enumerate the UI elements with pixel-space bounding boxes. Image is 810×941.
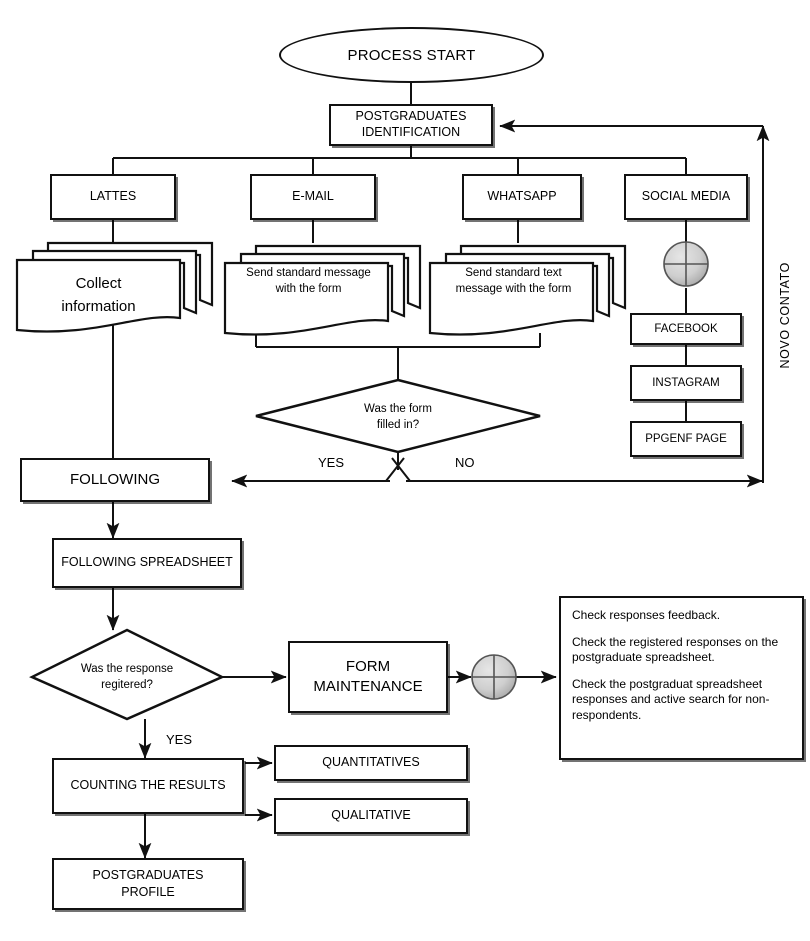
channel-social-media-label: SOCIAL MEDIA [641, 189, 731, 204]
channel-email-label: E-MAIL [292, 189, 334, 204]
social-ppgenf-page-node[interactable]: PPGENF PAGE [630, 421, 742, 457]
qualitative-node[interactable]: QUALITATIVE [274, 798, 468, 834]
note-line-2: Check the registered responses on the po… [572, 634, 779, 665]
postgraduates-identification-node[interactable]: POSTGRADUATES IDENTIFICATION [329, 104, 493, 146]
summing-junction-social-icon [663, 241, 709, 287]
postgraduates-profile-label: POSTGRADUATES PROFILE [92, 868, 204, 899]
following-node[interactable]: FOLLOWING [20, 458, 210, 502]
quantitatives-node[interactable]: QUANTITATIVES [274, 745, 468, 781]
following-label: FOLLOWING [69, 470, 160, 488]
send-standard-message-label: Send standard message with the form [246, 267, 371, 295]
form-maintenance-label: FORM MAINTENANCE [313, 657, 423, 695]
loop-label-novo-contato: NOVO CONTATO [778, 262, 792, 369]
form-maintenance-node[interactable]: FORM MAINTENANCE [288, 641, 448, 713]
social-ppgenf-page-label: PPGENF PAGE [645, 432, 727, 445]
decision-response-registered-label: Was the response regitered? [80, 663, 174, 691]
feedback-note-box: Check responses feedback. Check the regi… [559, 596, 804, 760]
edge-label-yes-registered: YES [166, 732, 193, 747]
edge-label-no-form: NO [455, 455, 475, 470]
social-facebook-label: FACEBOOK [654, 322, 718, 335]
channel-lattes-label: LATTES [89, 189, 137, 204]
following-spreadsheet-node[interactable]: FOLLOWING SPREADSHEET [52, 538, 242, 588]
channel-whatsapp-label: WHATSAPP [487, 189, 557, 204]
counting-the-results-node[interactable]: COUNTING THE RESULTS [52, 758, 244, 814]
social-facebook-node[interactable]: FACEBOOK [630, 313, 742, 345]
process-start-label: PROCESS START [347, 46, 476, 64]
channel-social-media-node[interactable]: SOCIAL MEDIA [624, 174, 748, 220]
social-instagram-node[interactable]: INSTAGRAM [630, 365, 742, 401]
qualitative-label: QUALITATIVE [331, 808, 411, 823]
counting-the-results-label: COUNTING THE RESULTS [70, 778, 226, 793]
social-instagram-label: INSTAGRAM [652, 376, 720, 389]
following-spreadsheet-label: FOLLOWING SPREADSHEET [61, 555, 233, 570]
process-start-node[interactable]: PROCESS START [279, 27, 544, 83]
postgraduates-identification-label: POSTGRADUATES IDENTIFICATION [355, 109, 467, 139]
summing-junction-feedback-icon [471, 654, 517, 700]
note-line-1: Check responses feedback. [572, 608, 721, 622]
postgraduates-profile-node[interactable]: POSTGRADUATES PROFILE [52, 858, 244, 910]
edge-label-yes-form: YES [318, 455, 345, 470]
channel-whatsapp-node[interactable]: WHATSAPP [462, 174, 582, 220]
collect-information-label: Collect information [61, 275, 136, 316]
send-standard-text-label: Send standard text message with the form [455, 267, 572, 295]
quantitatives-label: QUANTITATIVES [322, 755, 420, 770]
channel-lattes-node[interactable]: LATTES [50, 174, 176, 220]
decision-form-filled-label: Was the form filled in? [364, 403, 432, 431]
channel-email-node[interactable]: E-MAIL [250, 174, 376, 220]
note-line-3: Check the postgraduat spreadsheet respon… [572, 676, 770, 722]
